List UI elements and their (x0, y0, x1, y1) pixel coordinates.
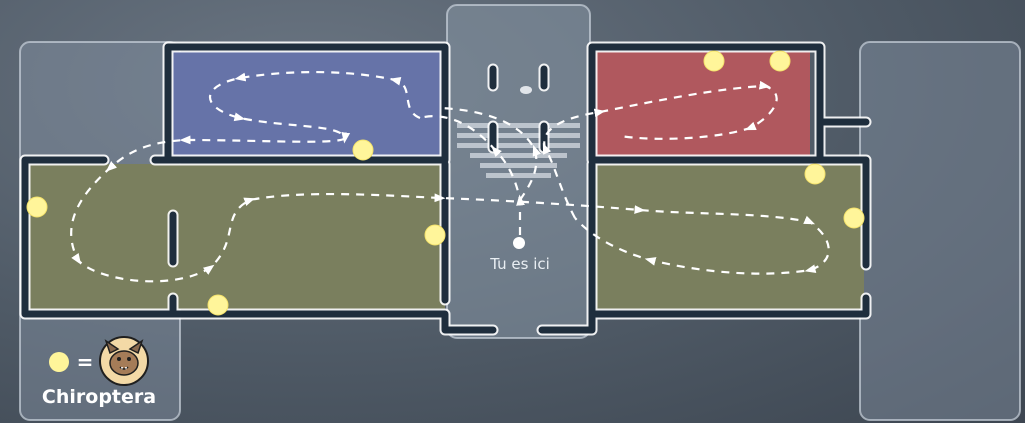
ceiling-light (520, 86, 532, 94)
legend-equals: = (76, 350, 94, 374)
collectible-dot[interactable] (703, 50, 725, 72)
room-olive-left (28, 164, 445, 309)
central-corridor (446, 4, 591, 339)
legend: = Chiroptera (28, 340, 170, 408)
outer-panel-right (859, 41, 1021, 421)
collectible-dot[interactable] (207, 294, 229, 316)
collectible-legend-dot (48, 352, 69, 372)
collectible-dot[interactable] (804, 163, 826, 185)
collectible-dot[interactable] (26, 196, 48, 218)
collectible-dot[interactable] (352, 139, 374, 161)
you-are-here-marker (513, 237, 525, 249)
collectible-dot[interactable] (843, 207, 865, 229)
collectible-dot[interactable] (424, 224, 446, 246)
collectible-dot[interactable] (769, 50, 791, 72)
room-blue (173, 52, 445, 156)
legend-creature-name: Chiroptera (41, 386, 157, 408)
bat-face-icon (99, 336, 149, 386)
legend-key: = (28, 340, 170, 384)
room-olive-right (592, 164, 864, 309)
guide-path (70, 71, 830, 283)
collectibles (26, 50, 865, 316)
you-are-here-label: Tu es ici (490, 255, 550, 273)
